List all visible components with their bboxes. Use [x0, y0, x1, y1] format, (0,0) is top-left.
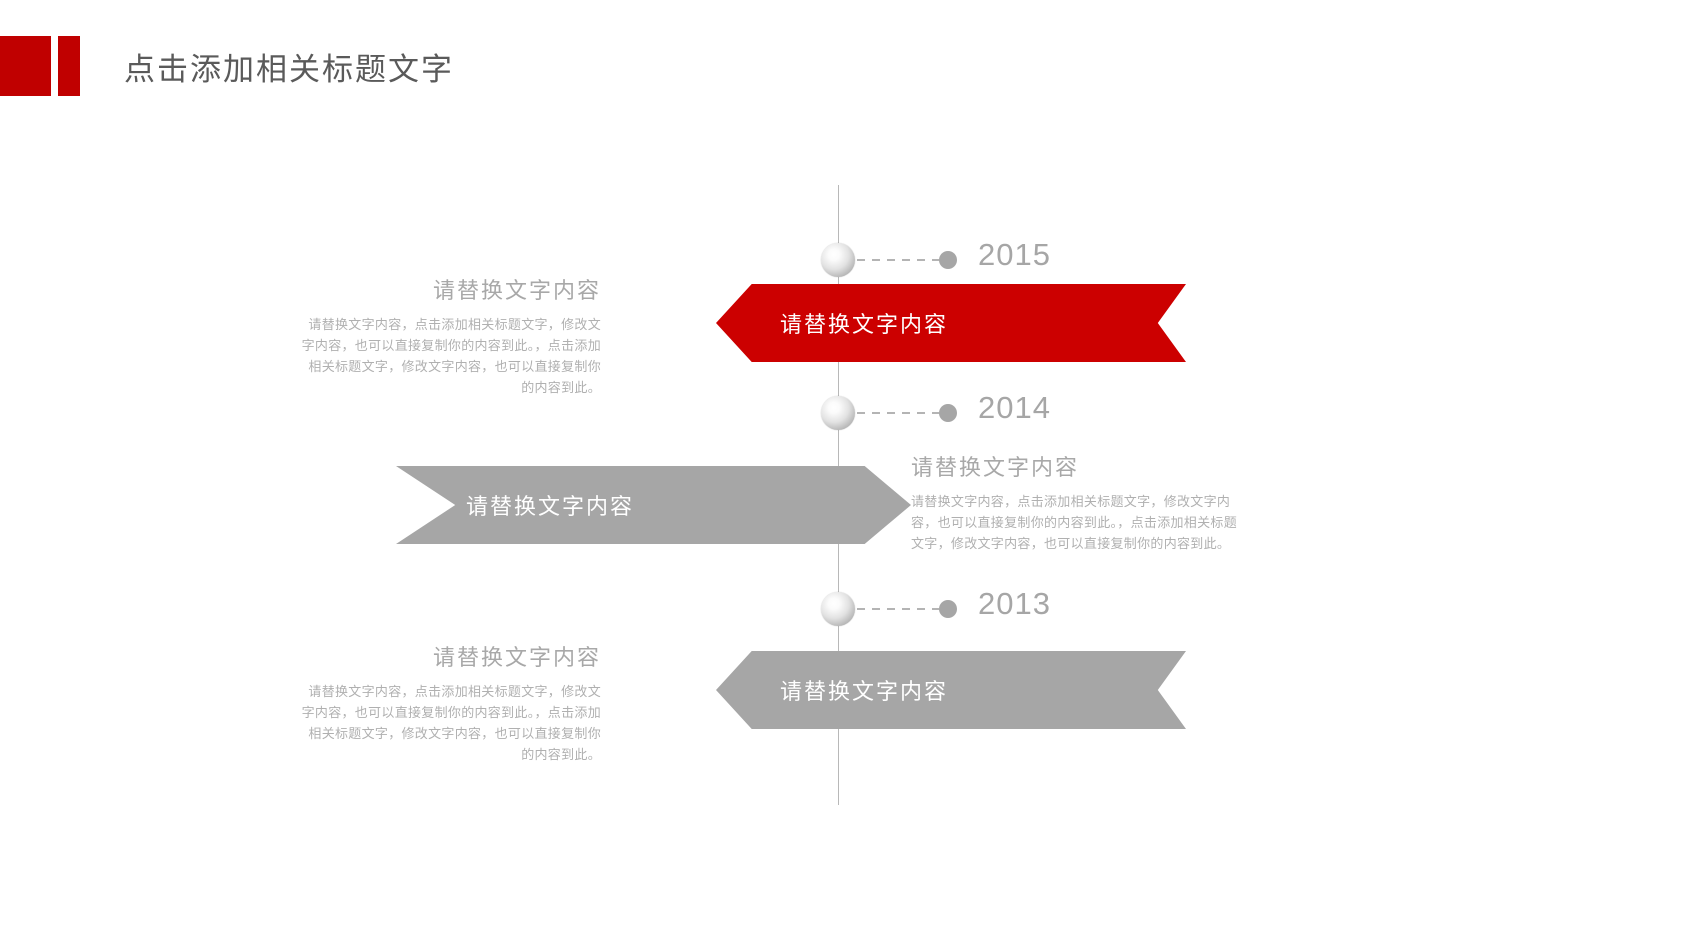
timeline-banner-2014[interactable]: 请替换文字内容	[396, 466, 911, 544]
timeline-dot-icon	[939, 600, 957, 618]
timeline-year-label: 2013	[978, 586, 1051, 621]
timeline-dot-icon	[939, 251, 957, 269]
timeline-dashed-connector	[857, 412, 939, 414]
timeline-text-body: 请替换文字内容，点击添加相关标题文字，修改文字内容，也可以直接复制你的内容到此。…	[911, 494, 1238, 552]
timeline-year-label: 2014	[978, 390, 1051, 425]
timeline-banner-label: 请替换文字内容	[780, 312, 949, 337]
timeline-dot-icon	[939, 404, 957, 422]
timeline-year-label: 2015	[978, 237, 1051, 272]
timeline-text-heading: 请替换文字内容	[432, 278, 601, 303]
timeline-text-body: 请替换文字内容，点击添加相关标题文字，修改文字内容，也可以直接复制你的内容到此。…	[301, 684, 601, 763]
timeline-sphere-icon	[821, 243, 855, 277]
timeline-banner-label: 请替换文字内容	[780, 679, 949, 704]
timeline-text-heading: 请替换文字内容	[432, 645, 601, 670]
header-accent-bar-narrow	[58, 36, 80, 96]
header-accent-mark	[0, 36, 80, 96]
page-title: 点击添加相关标题文字	[124, 52, 454, 87]
timeline-banner-label: 请替换文字内容	[466, 494, 635, 519]
timeline-banner-2013[interactable]: 请替换文字内容	[716, 651, 1186, 729]
timeline-text-body: 请替换文字内容，点击添加相关标题文字，修改文字内容，也可以直接复制你的内容到此。…	[301, 317, 601, 396]
timeline-text-block-2015: 请替换文字内容 请替换文字内容，点击添加相关标题文字，修改文字内容，也可以直接复…	[296, 273, 601, 398]
timeline-banner-2015[interactable]: 请替换文字内容	[716, 284, 1186, 362]
timeline-dashed-connector	[857, 259, 939, 261]
timeline-text-block-2014: 请替换文字内容 请替换文字内容，点击添加相关标题文字，修改文字内容，也可以直接复…	[911, 450, 1239, 554]
timeline-dashed-connector	[857, 608, 939, 610]
header-accent-bar-wide	[0, 36, 51, 96]
timeline-sphere-icon	[821, 396, 855, 430]
timeline-text-block-2013: 请替换文字内容 请替换文字内容，点击添加相关标题文字，修改文字内容，也可以直接复…	[296, 640, 601, 765]
timeline-sphere-icon	[821, 592, 855, 626]
timeline-text-heading: 请替换文字内容	[911, 455, 1080, 480]
